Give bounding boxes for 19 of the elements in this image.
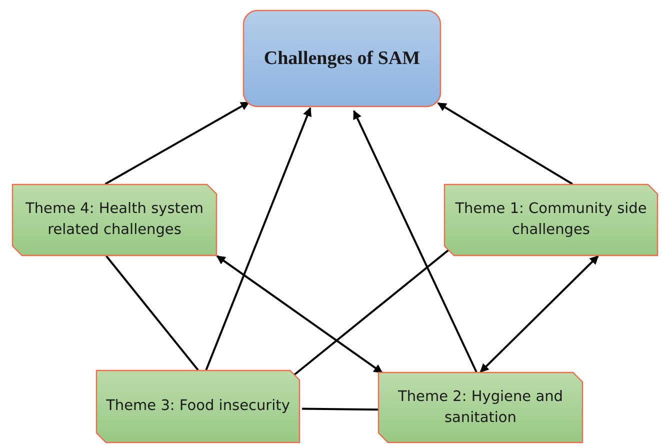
theme-label: Theme 2: Hygiene and sanitation (397, 388, 564, 428)
arrow (352, 110, 478, 372)
arrow (104, 101, 250, 185)
arrow (216, 255, 383, 374)
theme-box (96, 370, 300, 443)
theme-box (378, 372, 583, 443)
arrow (480, 255, 599, 373)
theme-label: Theme 1: Community side challenges (454, 200, 648, 240)
connector-line (302, 408, 380, 411)
theme-label: Theme 4: Health system related challenges (24, 200, 204, 240)
connector-line (106, 255, 199, 371)
theme-box (12, 184, 217, 256)
connector-line (293, 249, 449, 376)
theme-label: Theme 3: Food insecurity (105, 397, 291, 416)
arrow (205, 107, 312, 370)
title-text: Challenges of SAM (264, 48, 420, 70)
theme-box (444, 184, 658, 256)
arrow (437, 102, 573, 185)
title-box (243, 10, 441, 107)
